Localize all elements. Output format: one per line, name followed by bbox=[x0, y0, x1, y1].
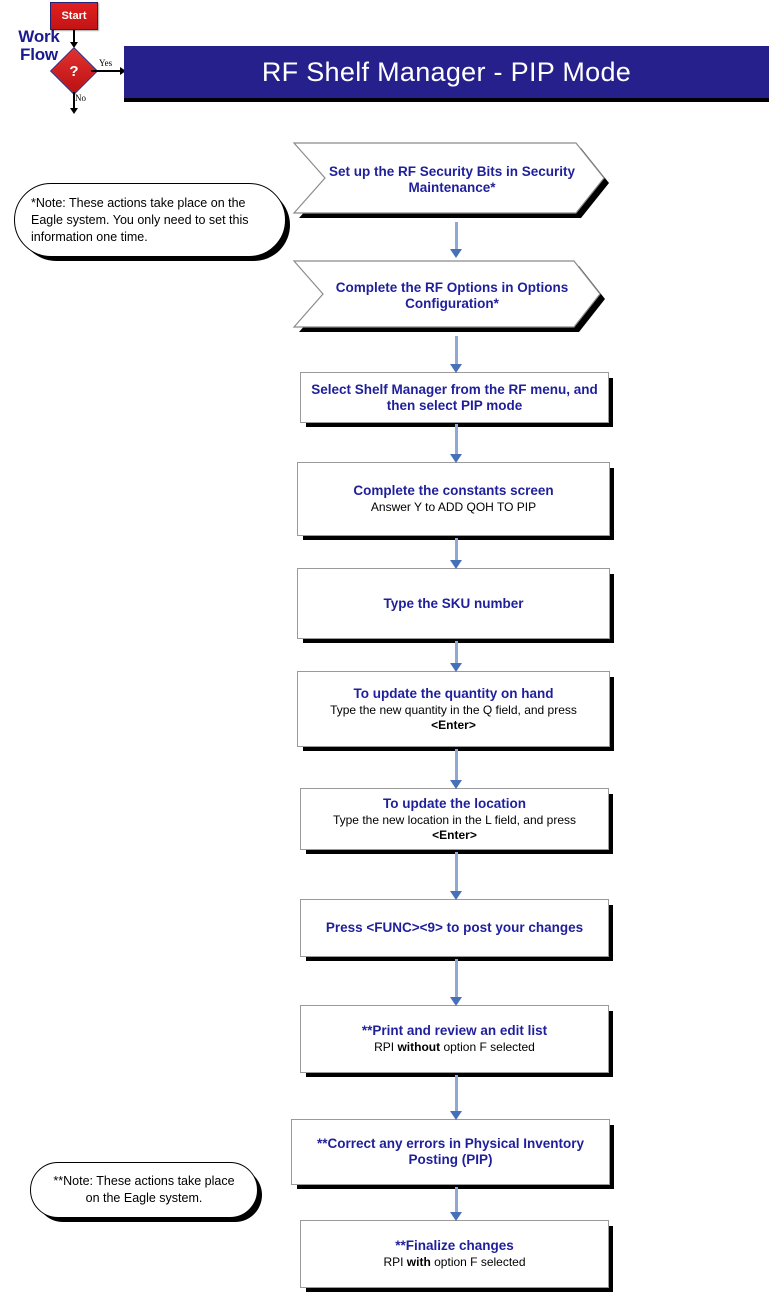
node-update-quantity-on-hand-content: To update the quantity on hand Type the … bbox=[298, 672, 609, 746]
connector-9 bbox=[446, 1075, 466, 1120]
connector-9-shaft bbox=[454, 1075, 458, 1112]
no-label: No bbox=[75, 93, 86, 103]
connector-7-shaft bbox=[454, 852, 458, 892]
connector-1-shaft bbox=[454, 222, 458, 250]
decision-node: ? bbox=[49, 46, 99, 96]
connector-6-arrowhead bbox=[450, 780, 462, 789]
connector-no-arrowhead bbox=[69, 108, 78, 114]
node-update-location-content: To update the location Type the new loca… bbox=[301, 789, 608, 849]
connector-7 bbox=[446, 852, 466, 900]
page-title: RF Shelf Manager - PIP Mode bbox=[261, 56, 632, 87]
node-update-quantity-on-hand: To update the quantity on hand Type the … bbox=[297, 671, 610, 747]
node-complete-rf-options: Complete the RF Options in Options Confi… bbox=[291, 257, 613, 335]
connector-start-arrowhead bbox=[69, 42, 78, 48]
connector-3-arrowhead bbox=[450, 454, 462, 463]
node-correct-errors-pip-title: **Correct any errors in Physical Invento… bbox=[316, 1136, 585, 1167]
connector-3 bbox=[446, 424, 466, 463]
connector-1 bbox=[446, 222, 466, 258]
node-complete-rf-options-content: Complete the RF Options in Options Confi… bbox=[291, 257, 613, 335]
connector-5 bbox=[446, 641, 466, 672]
node-complete-constants-screen-title: Complete the constants screen bbox=[353, 483, 554, 498]
connector-8 bbox=[446, 959, 466, 1006]
node-finalize-changes: **Finalize changes RPI with option F sel… bbox=[300, 1220, 609, 1288]
connector-6 bbox=[446, 749, 466, 789]
node-print-review-edit-list-subtitle: RPI without option F selected bbox=[374, 1040, 535, 1054]
workflow-logo: Work Flow Start ? Yes No bbox=[0, 0, 126, 120]
note-eagle-system-text: **Note: These actions take place on the … bbox=[53, 1174, 235, 1205]
node-select-shelf-manager: Select Shelf Manager from the RF menu, a… bbox=[300, 372, 609, 423]
connector-yes-arrowhead bbox=[120, 66, 126, 75]
connector-10-arrowhead bbox=[450, 1212, 462, 1221]
connector-2-arrowhead bbox=[450, 364, 462, 373]
node-correct-errors-pip: **Correct any errors in Physical Invento… bbox=[291, 1119, 610, 1185]
node-select-shelf-manager-content: Select Shelf Manager from the RF menu, a… bbox=[301, 373, 608, 422]
node-update-location: To update the location Type the new loca… bbox=[300, 788, 609, 850]
note-eagle-system: **Note: These actions take place on the … bbox=[30, 1162, 258, 1218]
connector-10 bbox=[446, 1187, 466, 1221]
connector-10-shaft bbox=[454, 1187, 458, 1213]
node-set-rf-security-bits-content: Set up the RF Security Bits in Security … bbox=[291, 139, 613, 221]
node-type-sku-number-title: Type the SKU number bbox=[383, 595, 524, 611]
connector-6-shaft bbox=[454, 749, 458, 781]
node-type-sku-number: Type the SKU number bbox=[297, 568, 610, 639]
connector-5-shaft bbox=[454, 641, 458, 664]
connector-2-shaft bbox=[454, 336, 458, 365]
node-type-sku-number-content: Type the SKU number bbox=[298, 569, 609, 638]
node-update-quantity-on-hand-subtitle: Type the new quantity in the Q field, an… bbox=[330, 702, 577, 732]
start-node-label: Start bbox=[61, 10, 87, 22]
note-eagle-one-time: *Note: These actions take place on the E… bbox=[14, 183, 286, 257]
connector-4-shaft bbox=[454, 538, 458, 561]
start-node: Start bbox=[50, 2, 98, 30]
node-update-quantity-on-hand-title: To update the quantity on hand bbox=[353, 685, 554, 701]
node-post-changes-content: Press <FUNC><9> to post your changes bbox=[301, 900, 608, 956]
node-set-rf-security-bits: Set up the RF Security Bits in Security … bbox=[291, 139, 613, 221]
connector-yes-branch bbox=[91, 70, 124, 72]
node-finalize-changes-content: **Finalize changes RPI with option F sel… bbox=[301, 1221, 608, 1287]
node-update-location-subtitle: Type the new location in the L field, an… bbox=[332, 812, 577, 842]
note-eagle-one-time-text: *Note: These actions take place on the E… bbox=[31, 195, 249, 244]
connector-no-branch bbox=[73, 92, 75, 110]
node-select-shelf-manager-title: Select Shelf Manager from the RF menu, a… bbox=[311, 381, 598, 413]
node-finalize-changes-subtitle: RPI with option F selected bbox=[383, 1255, 526, 1269]
connector-2 bbox=[446, 336, 466, 373]
page-title-banner: RF Shelf Manager - PIP Mode bbox=[124, 46, 769, 98]
node-correct-errors-pip-content: **Correct any errors in Physical Invento… bbox=[292, 1120, 609, 1184]
workflow-logo-line2: Flow bbox=[20, 45, 58, 64]
connector-4 bbox=[446, 538, 466, 569]
node-complete-constants-screen: Complete the constants screen Answer Y t… bbox=[297, 462, 610, 536]
node-complete-constants-screen-subtitle: Answer Y to ADD QOH TO PIP bbox=[370, 500, 537, 514]
connector-5-arrowhead bbox=[450, 663, 462, 672]
node-print-review-edit-list-title: **Print and review an edit list bbox=[361, 1023, 548, 1038]
node-print-review-edit-list: **Print and review an edit list RPI with… bbox=[300, 1005, 609, 1073]
connector-3-shaft bbox=[454, 424, 458, 455]
node-complete-rf-options-title: Complete the RF Options in Options Confi… bbox=[335, 280, 569, 311]
node-print-review-edit-list-content: **Print and review an edit list RPI with… bbox=[301, 1006, 608, 1072]
node-post-changes-title: Press <FUNC><9> to post your changes bbox=[325, 920, 584, 935]
connector-1-arrowhead bbox=[450, 249, 462, 258]
connector-8-arrowhead bbox=[450, 997, 462, 1006]
yes-label: Yes bbox=[99, 58, 113, 68]
workflow-logo-label: Work Flow bbox=[2, 28, 76, 64]
node-post-changes: Press <FUNC><9> to post your changes bbox=[300, 899, 609, 957]
connector-start-to-decision bbox=[73, 30, 75, 44]
connector-8-shaft bbox=[454, 959, 458, 998]
node-update-location-title: To update the location bbox=[383, 795, 526, 811]
decision-node-label: ? bbox=[69, 62, 79, 80]
hexagon-shape bbox=[292, 260, 605, 332]
connector-4-arrowhead bbox=[450, 560, 462, 569]
node-finalize-changes-title: **Finalize changes bbox=[395, 1238, 514, 1253]
node-complete-constants-screen-content: Complete the constants screen Answer Y t… bbox=[298, 463, 609, 535]
connector-9-arrowhead bbox=[450, 1111, 462, 1120]
node-set-rf-security-bits-title: Set up the RF Security Bits in Security … bbox=[328, 164, 576, 195]
workflow-logo-line1: Work bbox=[18, 27, 60, 46]
connector-7-arrowhead bbox=[450, 891, 462, 900]
hexagon-shape bbox=[292, 142, 609, 218]
